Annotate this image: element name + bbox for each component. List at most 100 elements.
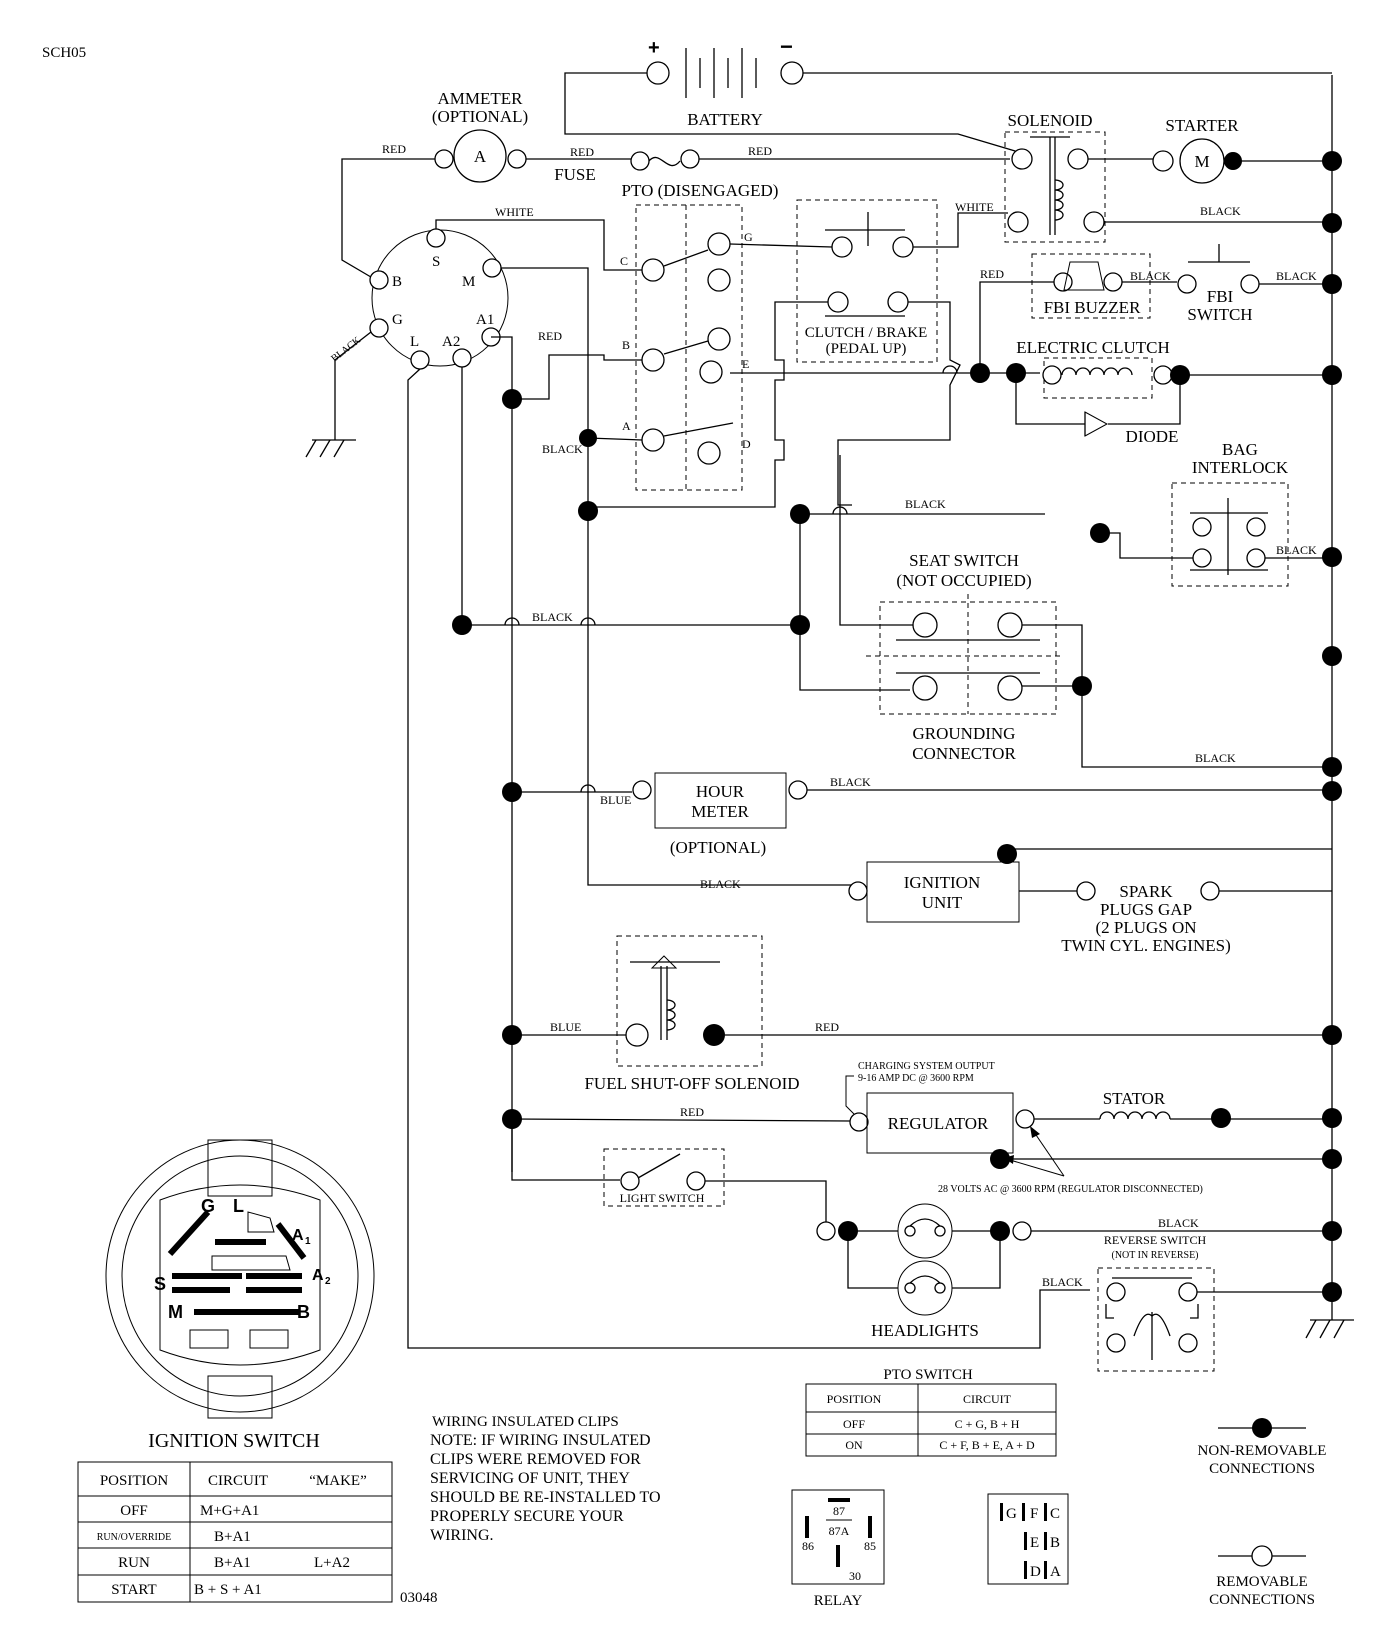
wire-label-black: BLACK [542,442,583,456]
legend-removable-sub: CONNECTIONS [1209,1592,1315,1608]
wire-crossovers [504,365,958,793]
fuel-shutoff-solenoid: FUEL SHUT-OFF SOLENOID [584,935,800,1093]
wire-label-blue: BLUE [550,1020,581,1034]
connector-pin: A [1050,1564,1061,1580]
bag-interlock-sublabel: INTERLOCK [1192,458,1289,477]
face-label-a2: A [312,1267,324,1284]
starter-motor: STARTER M [1152,116,1242,184]
charging-output-value: 9-16 AMP DC @ 3600 RPM [858,1073,974,1084]
pto-switch: PTO (DISENGAGED) C G B E A D [620,181,778,491]
pto-connector: G F C E B D A [987,1493,1069,1585]
ignition-unit-sublabel: UNIT [922,893,963,912]
drawing-number: 03048 [400,1590,438,1606]
battery-minus-label: − [780,34,793,59]
wire-label-blue: BLUE [600,793,631,807]
ammeter-optional-label: (OPTIONAL) [432,107,528,126]
legend: NON-REMOVABLE CONNECTIONS REMOVABLE CONN… [1198,1418,1326,1608]
legend-non-removable-sub: CONNECTIONS [1209,1461,1315,1477]
pto-table-cell: ON [845,1438,863,1452]
wire-label-black: BLACK [905,497,946,511]
diode: DIODE [1015,373,1181,446]
spark-plugs: SPARK PLUGS GAP (2 PLUGS ON TWIN CYL. EN… [1061,882,1231,955]
wire-label-red: RED [980,267,1004,281]
wire-label-black: BLACK [1276,269,1317,283]
relay: 87 87A 86 85 30 RELAY [791,1489,885,1609]
seat-switch-label: SEAT SWITCH [909,551,1019,570]
wire-label-white: WHITE [495,205,534,219]
ignition-table-header-position: POSITION [100,1473,169,1489]
clutch-brake-switch: CLUTCH / BRAKE (PEDAL UP) [796,199,938,363]
electric-clutch-label: ELECTRIC CLUTCH [1016,338,1169,357]
ammeter-label: AMMETER [438,89,524,108]
wire-label-black: BLACK [532,610,573,624]
ignition-table-cell: M+G+A1 [200,1503,259,1519]
fuse-label: FUSE [554,165,596,184]
note-line: WIRING. [430,1527,494,1544]
ignition-table-cell: B + S + A1 [194,1582,262,1598]
reverse-switch-label: REVERSE SWITCH [1104,1233,1207,1247]
face-label-a1: A [292,1227,304,1244]
face-label-m: M [168,1302,183,1322]
ignition-table-header-circuit: CIRCUIT [208,1473,268,1489]
ignition-switch-contacts: S M B G A1 L A2 [369,228,509,370]
diagram-code: SCH05 [42,45,86,61]
connector-pin: F [1030,1506,1038,1522]
note-title: WIRING INSULATED CLIPS [432,1414,619,1430]
wire-label-black: BLACK [1276,543,1317,557]
wire-label-red: RED [570,145,594,159]
terminal-label-a1: A1 [476,312,494,328]
note-line: NOTE: IF WIRING INSULATED [430,1432,651,1449]
pto-table-title: PTO SWITCH [883,1367,972,1383]
pto-table-cell: C + G, B + H [955,1417,1020,1431]
bag-interlock: BAG INTERLOCK [1171,440,1289,587]
face-label-a1-sub: 1 [305,1236,311,1247]
face-label-b: B [297,1302,310,1322]
note-line: PROPERLY SECURE YOUR [430,1508,624,1525]
bag-interlock-label: BAG [1222,440,1258,459]
wire-label-black: BLACK [700,877,741,891]
stator-label: STATOR [1103,1089,1166,1108]
fbi-switch: FBI SWITCH [1177,244,1260,324]
terminal-label-a2: A2 [442,334,460,350]
grounding-connector-sublabel: CONNECTOR [912,744,1016,763]
grounding-connector-label: GROUNDING [913,724,1016,743]
reverse-switch-sublabel: (NOT IN REVERSE) [1111,1250,1198,1261]
ignition-table-cell: START [111,1582,156,1598]
volts-note: 28 VOLTS AC @ 3600 RPM (REGULATOR DISCON… [938,1184,1203,1195]
ammeter-symbol: A [474,147,487,166]
pto-terminal-e: E [742,357,749,371]
pto-table-header-circuit: CIRCUIT [963,1392,1012,1406]
ammeter: AMMETER (OPTIONAL) A [432,89,528,183]
battery-plus-label: + [648,37,660,59]
ignition-table-cell: OFF [120,1503,148,1519]
headlights: HEADLIGHTS [838,1203,1032,1340]
wire-label-red: RED [382,142,406,156]
ground-symbol-right [1305,1319,1354,1339]
terminal-label-s: S [432,254,440,270]
connector-pin: B [1050,1535,1060,1551]
ignition-table-cell: RUN [118,1555,150,1571]
diode-label: DIODE [1126,427,1179,446]
wiring-clips-note: WIRING INSULATED CLIPS NOTE: IF WIRING I… [430,1414,661,1544]
battery-label: BATTERY [687,110,763,129]
reverse-switch: REVERSE SWITCH (NOT IN REVERSE) [1097,1233,1215,1372]
relay-pin-30: 30 [849,1569,861,1583]
relay-label: RELAY [814,1593,863,1609]
ignition-unit: IGNITION UNIT [866,861,1020,923]
wire-label-red: RED [680,1105,704,1119]
wire-label-white: WHITE [955,200,994,214]
fbi-switch-label: FBI [1207,287,1234,306]
light-switch: LIGHT SWITCH [603,1148,725,1207]
clutch-brake-label: CLUTCH / BRAKE [805,325,928,341]
fbi-switch-sublabel: SWITCH [1187,305,1252,324]
note-line: SERVICING OF UNIT, THEY [430,1470,630,1487]
ignition-table-cell: B+A1 [214,1555,251,1571]
hour-meter-optional: (OPTIONAL) [670,838,766,857]
legend-removable: REMOVABLE [1216,1574,1307,1590]
fbi-buzzer: FBI BUZZER [1031,253,1151,319]
relay-pin-86: 86 [802,1539,814,1553]
hour-meter: HOUR METER (OPTIONAL) [654,772,787,857]
wire-label-black: BLACK [329,334,363,364]
pto-table-header-position: POSITION [827,1392,882,1406]
wire-label-black: BLACK [1042,1275,1083,1289]
